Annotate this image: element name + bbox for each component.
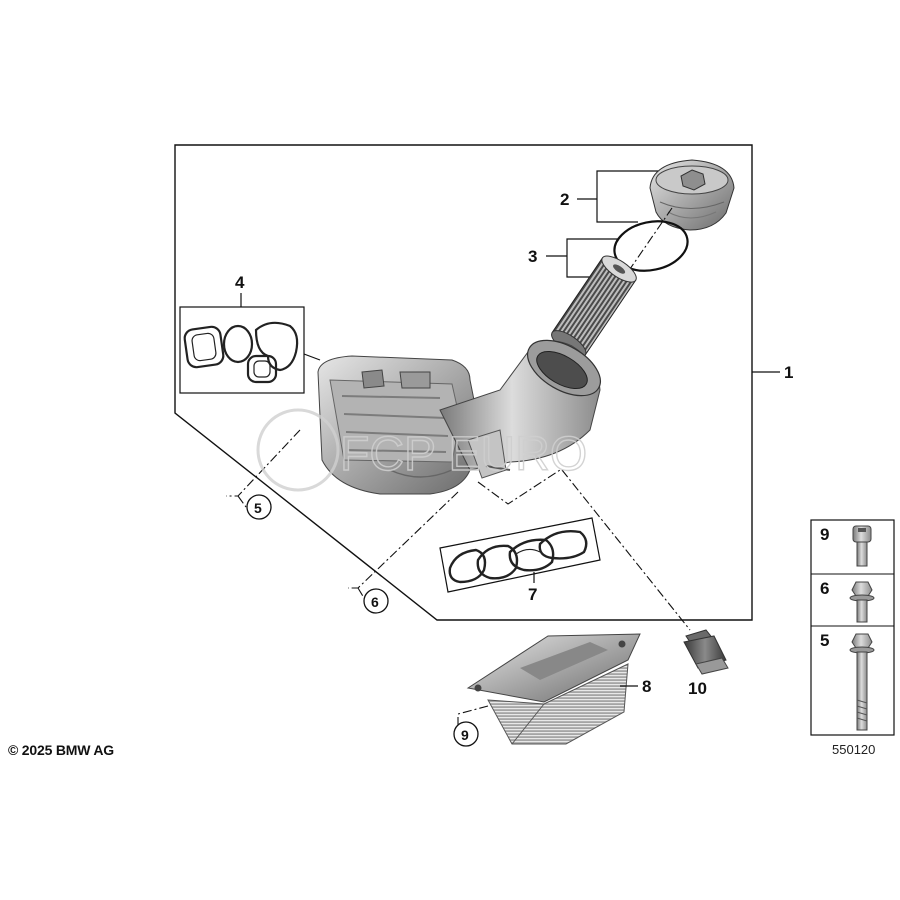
callout-9: 9 xyxy=(461,727,469,743)
oil-filter-housing xyxy=(317,339,601,495)
bolt-5-image xyxy=(849,633,875,731)
o-ring xyxy=(613,220,689,272)
callout-5-circle xyxy=(246,494,272,520)
assembly-frame xyxy=(174,144,753,621)
legend-label-6: 6 xyxy=(820,579,829,598)
diagram-number: 550120 xyxy=(832,742,876,757)
gasket-set-7 xyxy=(448,530,588,584)
callout-6-leader xyxy=(357,587,365,599)
callout-10: 10 xyxy=(688,679,707,698)
callout-4: 4 xyxy=(235,273,245,292)
part-10-location-line xyxy=(561,469,691,631)
legend-label-5: 5 xyxy=(820,631,829,650)
callout-7: 7 xyxy=(528,585,537,604)
gasket-set-4 xyxy=(183,321,299,384)
bolt-9-image xyxy=(852,525,872,567)
callout-6-circle xyxy=(363,588,389,614)
svg-text:FCP EURO: FCP EURO xyxy=(340,428,587,481)
oil-cooler-part-8 xyxy=(466,633,641,745)
callout-2-bracket xyxy=(596,170,658,223)
callout-2: 2 xyxy=(560,190,569,209)
callout-6: 6 xyxy=(371,594,379,610)
callout-3-bracket xyxy=(566,238,618,278)
oil-filter-cap xyxy=(649,159,735,231)
hardware-legend xyxy=(810,519,895,736)
watermark: FCP EURO xyxy=(256,408,588,492)
copyright-notice: © 2025 BMW AG xyxy=(8,742,114,758)
gasket-set-box-4 xyxy=(179,306,305,394)
callout-3: 3 xyxy=(528,247,537,266)
cooler-mount-line xyxy=(477,469,561,505)
bolt-5-location-line xyxy=(226,429,301,497)
callout-5-leader xyxy=(237,495,247,508)
bolt-6-image xyxy=(849,581,875,623)
callout-8: 8 xyxy=(642,677,651,696)
callout-5: 5 xyxy=(254,500,262,516)
callout-4-pointer xyxy=(303,353,321,361)
bolt-6-location-line xyxy=(348,491,459,589)
legend-label-9: 9 xyxy=(820,525,829,544)
callout-9-circle xyxy=(453,721,479,747)
pressure-valve-part-10 xyxy=(683,629,729,675)
callout-1: 1 xyxy=(784,363,793,382)
